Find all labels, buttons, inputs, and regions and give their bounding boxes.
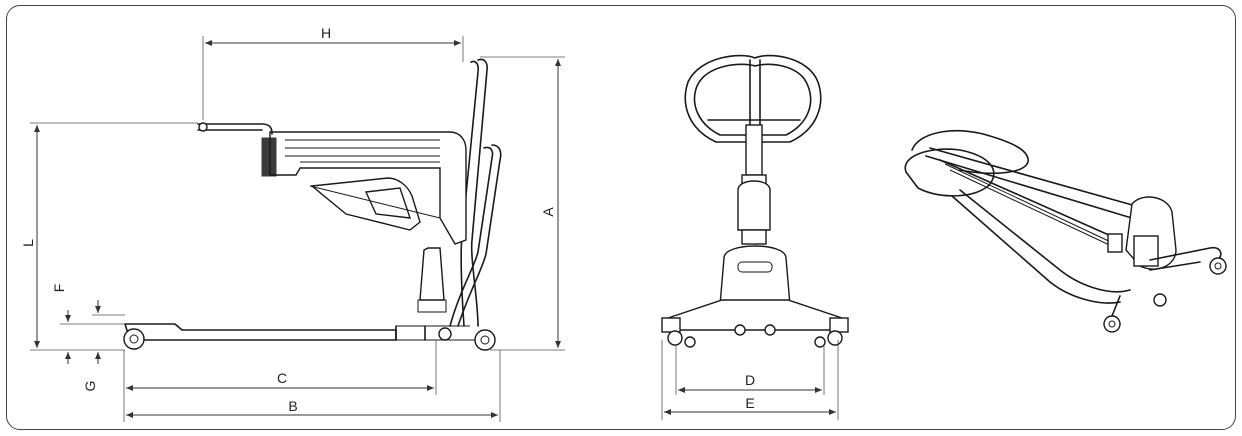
label-l: L <box>20 239 36 247</box>
label-b: B <box>288 398 297 414</box>
label-a: A <box>540 207 556 217</box>
front-view <box>661 54 849 348</box>
label-g: G <box>82 381 98 392</box>
label-d: D <box>745 372 755 388</box>
label-h: H <box>321 25 331 41</box>
dimension-labels: H A L F G C B D E <box>20 25 755 414</box>
diagram-frame <box>6 5 1236 430</box>
dimension-lines-front <box>661 340 839 420</box>
side-view <box>123 58 502 351</box>
label-c: C <box>277 370 287 386</box>
label-e: E <box>745 395 754 411</box>
folded-view <box>904 130 1227 333</box>
label-f: F <box>51 284 67 293</box>
dimension-lines-side <box>30 36 565 422</box>
